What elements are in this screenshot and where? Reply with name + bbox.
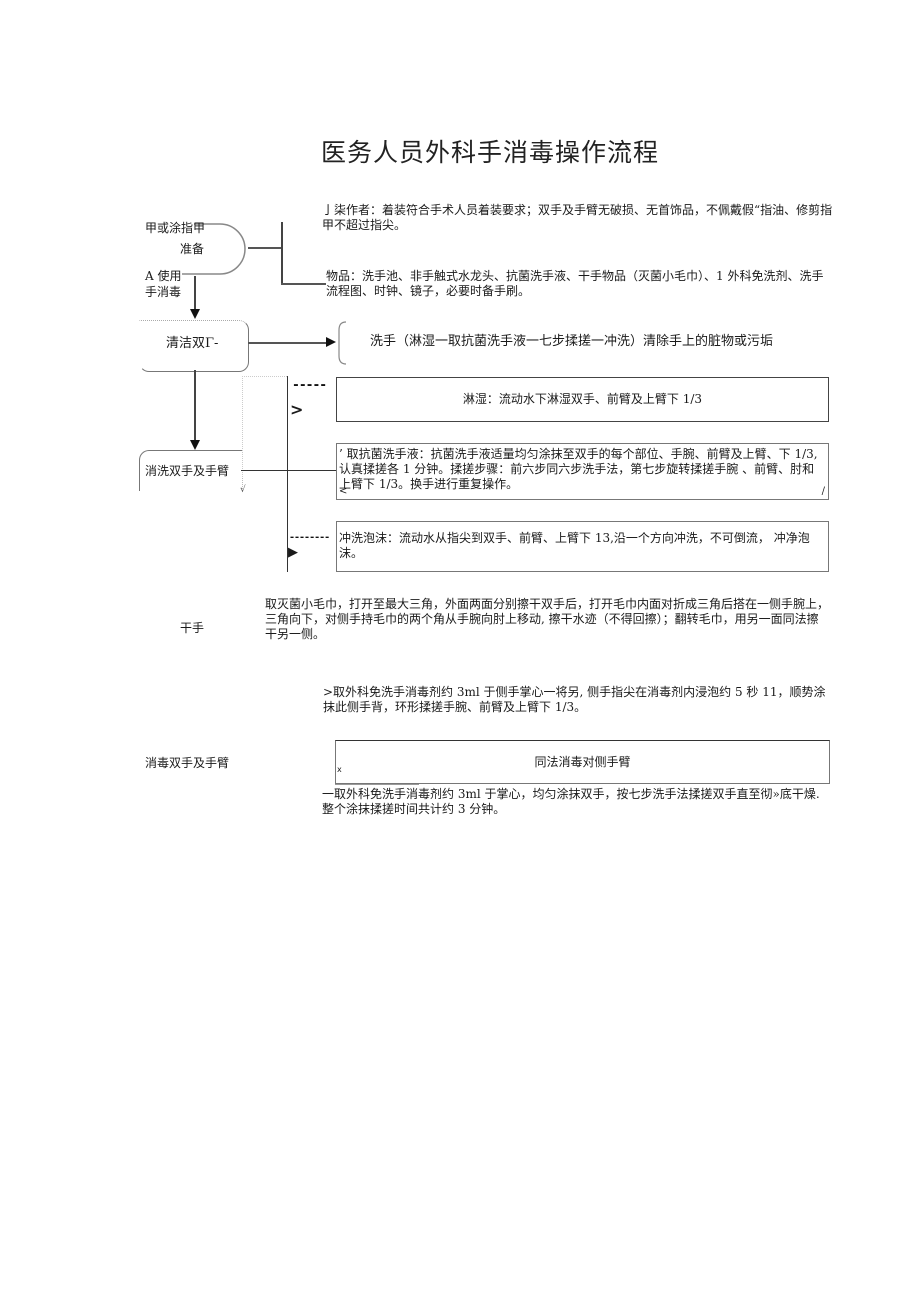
- step3-connector: --------: [289, 532, 330, 543]
- dry-detail-text: 取灭菌小毛巾，打开至最大三角，外面两面分别擦干双手后，打开毛巾内面对折成三角后搭…: [265, 597, 830, 641]
- prep-items-text: 物品：洗手池、非手触式水龙头、抗菌洗手液、干手物品（灭菌小毛巾）、1 外科免洗剂…: [326, 269, 824, 298]
- disinfect-step2-box: 同法消毒对侧手臂 x: [335, 740, 830, 784]
- disinfect-step3-text: 一取外科免洗手消毒剂约 3ml 于掌心，均匀涂抹双手，按七步洗手法揉搓双手直至彻…: [322, 787, 820, 816]
- step-wet-text: 淋湿：流动水下淋湿双手、前臂及上臂下 1/3: [462, 392, 703, 406]
- prep-node-label-1: 甲或涂指甲: [145, 221, 206, 235]
- prep-node-shape: [182, 223, 246, 275]
- clean-connector: [248, 342, 328, 344]
- arrow-clean-to-wash: [194, 370, 196, 446]
- wash-guide: [242, 376, 287, 477]
- disinfect-underline: [335, 784, 419, 785]
- step-soap-corner-left: <: [339, 486, 348, 497]
- dry-node-label: 干手: [180, 621, 205, 635]
- wash-node-mark: √: [240, 485, 246, 495]
- chevron-right-icon: >: [290, 400, 304, 419]
- prep-connector: [248, 247, 282, 249]
- wash-node-label: 消洗双手及手臂: [145, 464, 230, 478]
- arrow-down-icon: [190, 440, 200, 450]
- step1-connector: -----: [292, 378, 327, 393]
- page-title: 医务人员外科手消毒操作流程: [320, 138, 659, 167]
- prep-bracket: [281, 222, 283, 284]
- arrow-down-icon: [190, 309, 200, 319]
- disinfect-step1-text: >取外科免洗手消毒剂约 3ml 于侧手掌心一将另, 侧手指尖在消毒剂内浸泡约 5…: [323, 685, 826, 714]
- wash-branch-line: [287, 376, 288, 572]
- step-rinse-text: 冲洗泡沫：流动水从指尖到双手、前臂、上臂下 13,沿一个方向冲洗，不可倒流， 冲…: [339, 531, 810, 560]
- play-arrow-icon: ▶: [288, 545, 298, 560]
- step-soap-prefix: ’: [339, 447, 343, 461]
- step-soap-text: 取抗菌洗手液：抗菌洗手液适量均匀涂抹至双手的每个部位、手腕、前臂及上臂、下 1/…: [339, 447, 818, 491]
- prep-bracket-bottom: [281, 283, 326, 285]
- step-soap-box: ’ 取抗菌洗手液：抗菌洗手液适量均匀涂抹至双手的每个部位、手腕、前臂及上臂、下 …: [336, 443, 829, 500]
- prep-node-after-1: A 使用: [145, 269, 182, 283]
- disinfect-step2-text: 同法消毒对侧手臂: [534, 754, 631, 769]
- arrow-right-icon: [326, 337, 336, 347]
- disinfect-node-label: 消毒双手及手臂: [145, 756, 230, 770]
- step-soap-corner-right: /: [821, 486, 825, 497]
- clean-detail-brace: [338, 321, 347, 365]
- prep-node-after-2: 手消毒: [145, 285, 182, 299]
- wash-connector: [241, 470, 337, 471]
- disinfect-step2-mark: x: [337, 765, 342, 774]
- step-rinse-box: 冲洗泡沫：流动水从指尖到双手、前臂、上臂下 13,沿一个方向冲洗，不可倒流， 冲…: [336, 521, 829, 572]
- arrow-prep-to-clean: [194, 276, 196, 316]
- prep-node-label-2: 准备: [180, 242, 205, 256]
- prep-operator-text: 亅柒作者：着装符合手术人员着装要求；双手及手臂无破损、无首饰品，不佩戴假“指油、…: [322, 203, 833, 232]
- step-wet-box: 淋湿：流动水下淋湿双手、前臂及上臂下 1/3: [336, 377, 829, 422]
- clean-node-label: 清洁双Γ-: [166, 336, 219, 351]
- clean-detail-text: 洗手（淋湿一取抗菌洗手液一七步揉搓一冲洗）清除手上的脏物或污垢: [370, 334, 774, 349]
